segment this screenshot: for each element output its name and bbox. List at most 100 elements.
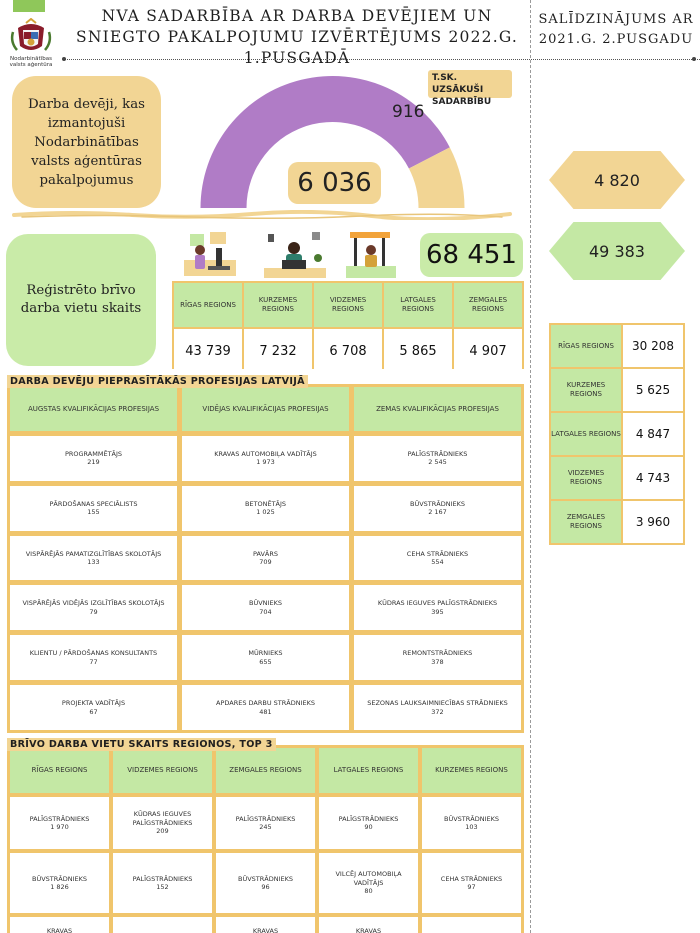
divider-dot bbox=[62, 57, 66, 61]
profession-value: 1 025 bbox=[256, 508, 275, 517]
profession-name: CEHA STRĀDNIEKS bbox=[440, 874, 503, 883]
vertical-divider bbox=[530, 0, 531, 933]
office-worker-illustration-icon bbox=[264, 232, 326, 278]
region-value: 7 232 bbox=[244, 329, 312, 373]
comparison-region-table: RĪGAS REGIONS 30 208 KURZEMES REGIONS 5 … bbox=[549, 323, 685, 545]
profession-name: PROJEKTA VADĪTĀJS bbox=[61, 699, 126, 708]
profession-name: APDARES DARBU STRĀDNIEKS bbox=[216, 699, 315, 708]
header-divider bbox=[64, 59, 700, 60]
region-value: 4 743 bbox=[623, 457, 683, 499]
profession-value: 77 bbox=[89, 657, 98, 666]
profession-name: VISPĀRĒJĀS VIDĒJĀS IZGLĪTĪBAS SKOLOTĀJS bbox=[22, 599, 165, 608]
profession-value: 554 bbox=[431, 558, 444, 567]
vacancies-total: 68 451 bbox=[420, 233, 523, 277]
column-header: KURZEMES REGIONS bbox=[422, 748, 521, 793]
region-header: VIDZEMES REGIONS bbox=[314, 283, 382, 327]
profession-value: 90 bbox=[364, 823, 373, 831]
profession-name: PALĪGSTRĀDNIEKS bbox=[338, 814, 399, 823]
employers-prev-hexagon: 4 820 bbox=[549, 151, 685, 209]
new-cooperation-value: 916 bbox=[392, 102, 425, 122]
profession-value: 704 bbox=[259, 607, 272, 616]
profession-name: BETONĒTĀJS bbox=[244, 499, 287, 508]
profession-name: PALĪGSTRĀDNIEKS bbox=[29, 814, 90, 823]
profession-value: 2 167 bbox=[428, 508, 447, 517]
region-value: 6 708 bbox=[314, 329, 382, 373]
profession-value: 1 970 bbox=[50, 823, 69, 831]
table-cell: KRAVAS bbox=[216, 917, 315, 933]
region-header: KURZEMES REGIONS bbox=[551, 369, 621, 411]
profession-name: KRAVAS AUTOMOBIĻA VADĪTĀJS bbox=[214, 449, 317, 458]
page-title: NVA SADARBĪBA AR DARBA DEVĒJIEM UN SNIEG… bbox=[76, 7, 518, 67]
profession-value: 245 bbox=[259, 823, 272, 831]
profession-name: SEZONAS LAUKSAIMNIECĪBAS STRĀDNIEKS bbox=[367, 699, 508, 708]
region-header: ZEMGALES REGIONS bbox=[454, 283, 522, 327]
profession-name: PAVĀRS bbox=[252, 549, 279, 558]
profession-value: 209 bbox=[156, 827, 169, 836]
agency-caption: Nodarbinātības valsts aģentūra bbox=[9, 56, 53, 68]
region-header: RĪGAS REGIONS bbox=[551, 325, 621, 367]
brush-divider bbox=[12, 210, 512, 220]
region-header: LATGALES REGIONS bbox=[384, 283, 452, 327]
profession-name: KRAVAS bbox=[46, 927, 73, 933]
region-value: 43 739 bbox=[174, 329, 242, 373]
brand-color-tab bbox=[13, 0, 45, 12]
column-header: VIDĒJAS KVALIFIKĀCIJAS PROFESIJAS bbox=[182, 387, 349, 431]
profession-name: BŪVSTRĀDNIEKS bbox=[443, 814, 499, 823]
vacancies-region-table: RĪGAS REGIONS KURZEMES REGIONS VIDZEMES … bbox=[172, 281, 524, 373]
profession-value: 152 bbox=[156, 883, 169, 891]
profession-value: 1 973 bbox=[256, 458, 275, 467]
profession-name: KŪDRAS IEGUVES PALĪGSTRĀDNIEKS bbox=[132, 810, 193, 827]
profession-value: 79 bbox=[89, 607, 98, 616]
profession-name: BŪVSTRĀDNIEKS bbox=[237, 874, 293, 883]
profession-value: 103 bbox=[465, 823, 478, 831]
profession-value: 97 bbox=[467, 883, 476, 891]
profession-name: PALĪGSTRĀDNIEKS bbox=[407, 449, 468, 458]
employers-gauge bbox=[200, 75, 465, 208]
profession-name: PĀRDOŠANAS SPECIĀLISTS bbox=[49, 499, 138, 508]
employers-total: 6 036 bbox=[288, 162, 381, 204]
table-cell: KRAVAS bbox=[319, 917, 418, 933]
vacancies-label: Reģistrēto brīvo darba vietu skaits bbox=[6, 234, 156, 366]
top-regions-section-title: BRĪVO DARBA VIETU SKAITS REGIONOS, TOP 3 bbox=[7, 738, 276, 751]
column-header: RĪGAS REGIONS bbox=[10, 748, 109, 793]
construction-illustration-icon bbox=[346, 232, 396, 278]
profession-name: PALĪGSTRĀDNIEKS bbox=[132, 874, 193, 883]
profession-value: 378 bbox=[431, 657, 444, 666]
column-header: LATGALES REGIONS bbox=[319, 748, 418, 793]
column-header: AUGSTAS KVALIFIKĀCIJAS PROFESIJAS bbox=[10, 387, 177, 431]
column-header: ZEMAS KVALIFIKĀCIJAS PROFESIJAS bbox=[354, 387, 521, 431]
divider-dot bbox=[692, 57, 696, 61]
profession-name: KRAVAS bbox=[355, 927, 382, 933]
profession-name: CEHA STRĀDNIEKS bbox=[406, 549, 469, 558]
region-header: VIDZEMES REGIONS bbox=[551, 457, 621, 499]
profession-name: VISPĀRĒJĀS PAMATIZGLĪTĪBAS SKOLOTĀJS bbox=[25, 549, 162, 558]
coat-of-arms-logo bbox=[8, 17, 54, 66]
gauge-main-arc bbox=[200, 75, 450, 208]
profession-value: 219 bbox=[87, 458, 100, 467]
worker-illustration-icon bbox=[184, 232, 236, 276]
profession-value: 80 bbox=[364, 887, 373, 896]
